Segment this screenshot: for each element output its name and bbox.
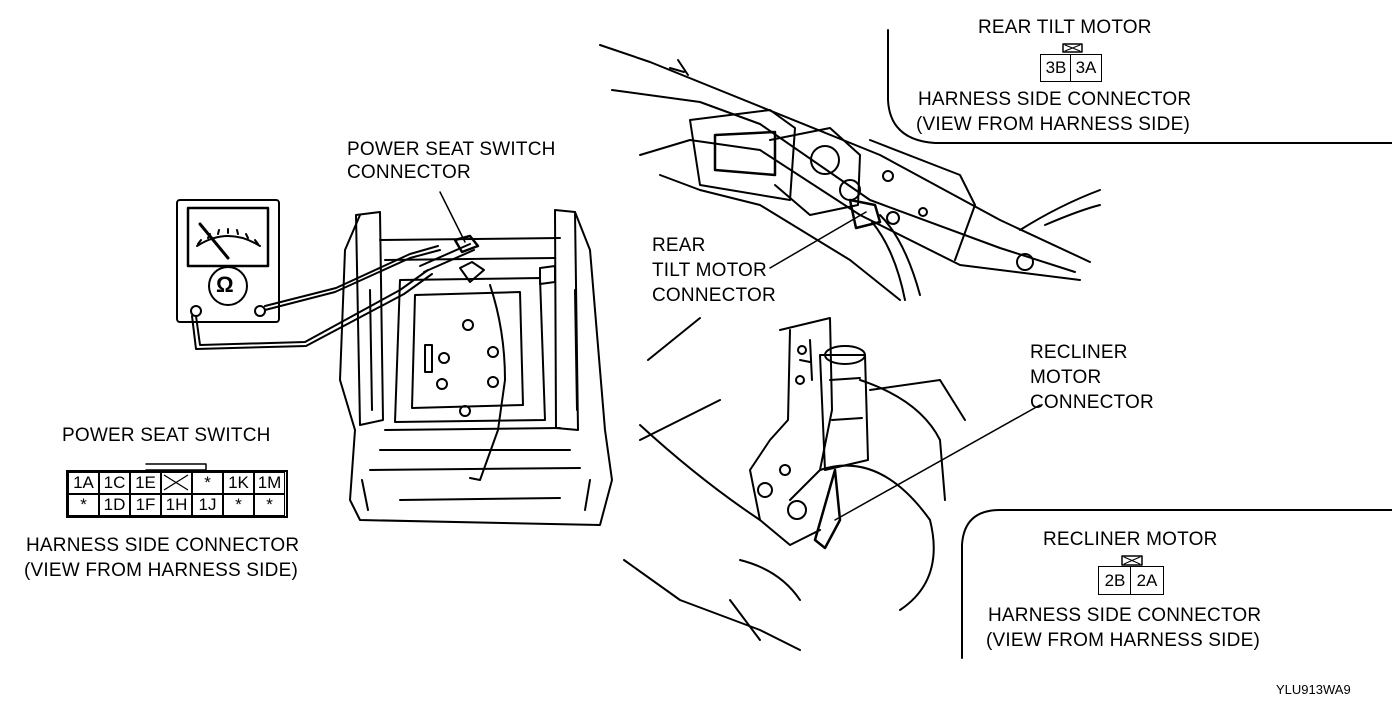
- blank-pin-cross-icon: [163, 474, 189, 491]
- recliner-connector-label-3: CONNECTOR: [1030, 392, 1154, 413]
- connector-pin: 1D: [99, 494, 130, 516]
- connector-pin: 2B: [1098, 566, 1132, 595]
- ohm-symbol: Ω: [216, 272, 234, 297]
- connector-pin: 1J: [192, 494, 223, 516]
- power-seat-switch-title: POWER SEAT SWITCH: [62, 425, 271, 446]
- connector-pin: 1M: [254, 472, 285, 494]
- recliner-connector-label-1: RECLINER: [1030, 342, 1128, 363]
- recliner-motor-illustration: [623, 317, 966, 651]
- seat-frame-illustration: [339, 209, 613, 526]
- rear-tilt-motor-title: REAR TILT MOTOR: [978, 17, 1152, 38]
- connector-pin: 3A: [1070, 54, 1102, 82]
- connector-pin: *: [192, 472, 223, 494]
- rear-tilt-connector-label-3: CONNECTOR: [652, 285, 776, 306]
- connector-pin: 1C: [99, 472, 130, 494]
- connector-pin: *: [223, 494, 254, 516]
- power-seat-switch-connector-label-2: CONNECTOR: [347, 162, 471, 183]
- rear-tilt-connector-label-2: TILT MOTOR: [652, 260, 767, 281]
- connector-pin-blank: [161, 472, 192, 494]
- connector-pin: *: [254, 494, 285, 516]
- recliner-connector-label-2: MOTOR: [1030, 367, 1102, 388]
- recliner-motor-title: RECLINER MOTOR: [1043, 529, 1218, 550]
- rear-tilt-harness-label-1: HARNESS SIDE CONNECTOR: [918, 89, 1192, 110]
- connector-pin: 1F: [130, 494, 161, 516]
- connector-pin: 1H: [161, 494, 192, 516]
- recliner-harness-label-2: (VIEW FROM HARNESS SIDE): [986, 630, 1260, 651]
- rear-tilt-harness-label-2: (VIEW FROM HARNESS SIDE): [916, 114, 1190, 135]
- connector-pin: 1A: [68, 472, 99, 494]
- rear-tilt-connector-label-1: REAR: [652, 235, 706, 256]
- connector-pin: 1K: [223, 472, 254, 494]
- connector-pin: 2A: [1130, 566, 1164, 595]
- power-seat-switch-connector-label-1: POWER SEAT SWITCH: [347, 139, 556, 160]
- connector-pin: 3B: [1040, 54, 1072, 82]
- figure-code: YLU913WA9: [1276, 682, 1351, 697]
- connector-pin: *: [68, 494, 99, 516]
- rear-tilt-motor-illustration: [599, 44, 1101, 301]
- switch-harness-label-2: (VIEW FROM HARNESS SIDE): [24, 560, 298, 581]
- switch-harness-label-1: HARNESS SIDE CONNECTOR: [26, 535, 300, 556]
- power-seat-switch-connector-face: 1A 1C 1E * 1K 1M * 1D 1F 1H 1J * *: [66, 470, 288, 518]
- connector-pin: 1E: [130, 472, 161, 494]
- ohmmeter-icon: [176, 199, 280, 323]
- recliner-harness-label-1: HARNESS SIDE CONNECTOR: [988, 605, 1262, 626]
